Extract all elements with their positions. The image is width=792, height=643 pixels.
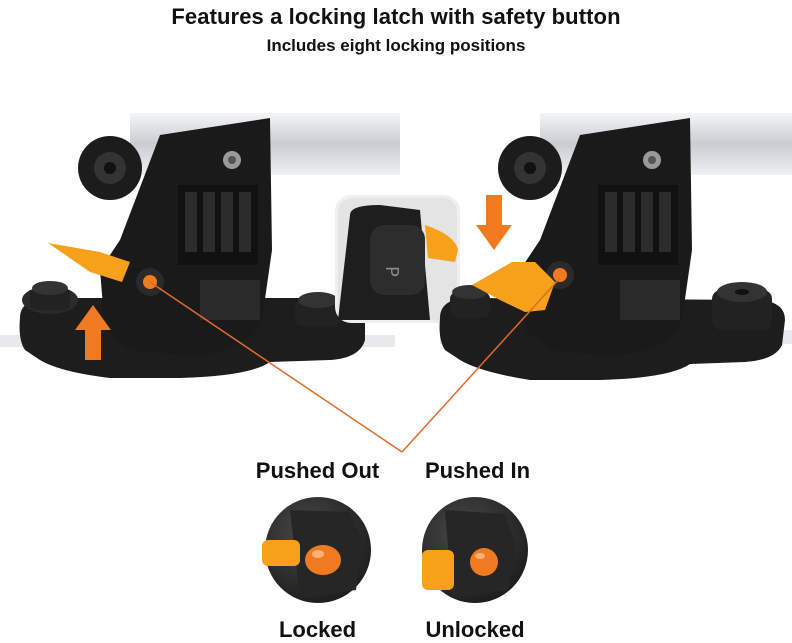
arrow-down-icon [476,195,512,250]
unlocked-label: Unlocked [425,617,525,642]
left-mount-photo [0,113,400,378]
center-inset: P [335,195,460,323]
arrow-up-icon [75,305,111,360]
locked-detail-circle [262,497,371,603]
page-subtitle: Includes eight locking positions [266,36,526,55]
unlocked-detail-circle [422,497,528,603]
pushed-out-label: Pushed Out [255,458,380,483]
locked-label: Locked [278,617,357,642]
callout-lines [149,277,561,453]
right-mount-photo [439,113,792,380]
svg-text:P: P [381,266,402,277]
page-title: Features a locking latch with safety but… [171,4,621,29]
pushed-in-label: Pushed In [424,458,531,483]
